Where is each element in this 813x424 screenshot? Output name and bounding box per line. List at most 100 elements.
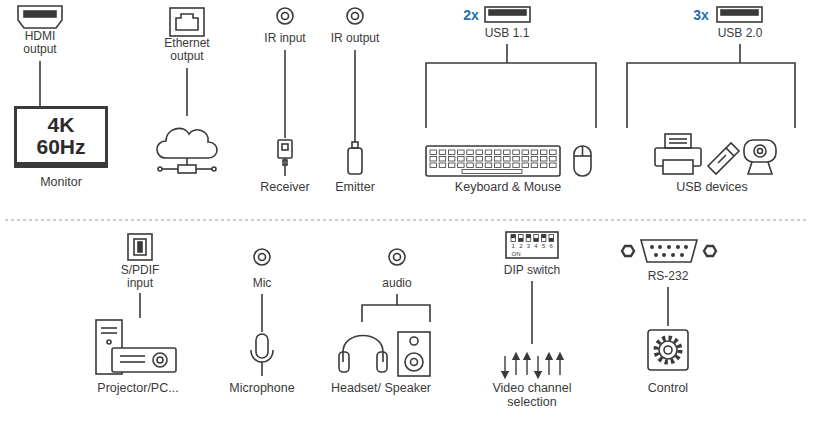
- usb-port-icon: [717, 7, 762, 22]
- rs232-connector-icon: [685, 246, 687, 248]
- keyboard-icon: [476, 157, 483, 162]
- keyboard-icon: [504, 150, 511, 155]
- ir-receiver-icon: [283, 160, 287, 165]
- keyboard-icon: [550, 157, 557, 162]
- switch-number: 4: [533, 243, 540, 249]
- device-label: Keyboard & Mouse: [438, 180, 578, 194]
- speaker-icon: [405, 353, 423, 371]
- keyboard-icon: [467, 150, 474, 155]
- keyboard-icon: [439, 163, 446, 168]
- speaker-icon: [410, 337, 418, 345]
- ir-emitter-icon: [348, 148, 362, 174]
- webcam-icon: [758, 149, 763, 154]
- keyboard-icon: [476, 150, 483, 155]
- keyboard-icon: [485, 150, 492, 155]
- keyboard-icon: [448, 163, 455, 168]
- audio-jack: [389, 249, 405, 265]
- channel-arrows: [515, 356, 516, 375]
- usb-stick-icon: [708, 143, 739, 174]
- audio-jack: [389, 249, 405, 265]
- microphone-icon: [256, 334, 268, 358]
- keyboard-icon: [448, 150, 455, 155]
- dip-switch-icon: [511, 235, 516, 239]
- keyboard-icon: [550, 163, 557, 168]
- webcam-icon: [744, 140, 776, 174]
- headset-icon: [377, 352, 387, 372]
- keyboard-icon: [522, 163, 529, 168]
- leader-line: [39, 61, 41, 106]
- rs232-connector-icon: [663, 254, 665, 256]
- channel-arrows: [559, 356, 560, 375]
- channel-arrows: [504, 356, 505, 375]
- switch-on-mark: ON: [509, 251, 523, 257]
- control-gear-icon: [659, 341, 677, 359]
- headset-icon: [339, 352, 349, 372]
- ir-emitter-icon: [352, 142, 358, 148]
- hdmi-port-icon: [18, 6, 62, 28]
- ir-emitter-icon: [348, 142, 362, 174]
- bracket-line: [426, 44, 596, 128]
- rs232-connector-icon: [672, 254, 674, 256]
- port-label: Mic: [237, 277, 287, 290]
- keyboard-icon: [550, 150, 557, 155]
- keyboard-icon: [439, 157, 446, 162]
- device-label: Video channel selection: [482, 381, 582, 409]
- port-label: USB 2.0: [705, 27, 775, 40]
- spdif-port-icon: [134, 239, 146, 255]
- mic-jack: [254, 249, 270, 265]
- printer-icon: [665, 134, 691, 148]
- keyboard-icon: [467, 163, 474, 168]
- microphone-icon: [251, 350, 273, 362]
- projector-icon: [112, 348, 176, 372]
- spdif-port-icon: [128, 234, 152, 260]
- webcam-icon: [744, 140, 776, 162]
- keyboard-icon: [430, 157, 437, 162]
- cloud-icon: [162, 168, 178, 170]
- dip-switch-icon: [511, 235, 516, 242]
- keyboard-icon: [513, 163, 520, 168]
- ir-output-jack: [347, 8, 363, 24]
- rs232-connector-icon: [704, 246, 716, 256]
- port-label: S/PDIF input: [112, 264, 168, 291]
- keyboard-icon: [467, 157, 474, 162]
- cloud-icon: [157, 128, 217, 173]
- audio-jack: [394, 254, 401, 261]
- keyboard-icon: [494, 163, 501, 168]
- leader-line: [261, 294, 263, 332]
- device-label: Microphone: [217, 381, 307, 395]
- bracket-line: [362, 294, 430, 322]
- printer-icon: [655, 134, 701, 174]
- keyboard-icon: [458, 157, 465, 162]
- device-label: Monitor: [40, 175, 82, 189]
- rs232-connector-icon: [622, 246, 634, 256]
- control-gear-icon: [656, 338, 680, 362]
- mic-jack: [259, 254, 266, 261]
- keyboard-icon: [540, 157, 547, 162]
- projector-icon: [120, 355, 145, 357]
- rs232-connector-icon: [622, 240, 716, 262]
- channel-arrows: [505, 356, 560, 375]
- switch-number: 1: [510, 243, 517, 249]
- leader-line: [186, 68, 188, 116]
- printer-icon: [669, 138, 687, 140]
- ir-output-jack: [352, 13, 359, 20]
- printer-icon: [669, 142, 687, 144]
- printer-icon: [663, 160, 693, 174]
- port-label: audio: [367, 277, 427, 290]
- keyboard-icon: [504, 163, 511, 168]
- dip-switch-icon: [506, 232, 558, 258]
- keyboard-icon: [430, 150, 437, 155]
- switch-number: 2: [517, 243, 524, 249]
- keyboard-icon: [476, 163, 483, 168]
- dip-switch-icon: [526, 235, 531, 239]
- keyboard-icon: [504, 157, 511, 162]
- port-label: HDMI output: [10, 30, 70, 57]
- projector-icon: [120, 361, 145, 363]
- ir-receiver-icon: [282, 144, 288, 150]
- dip-switch-icon: [541, 235, 546, 242]
- port-label: USB 1.1: [472, 27, 542, 40]
- device-label: USB devices: [657, 180, 767, 194]
- port-label: IR output: [320, 32, 390, 45]
- switch-number: 3: [525, 243, 532, 249]
- leader-line: [354, 50, 356, 142]
